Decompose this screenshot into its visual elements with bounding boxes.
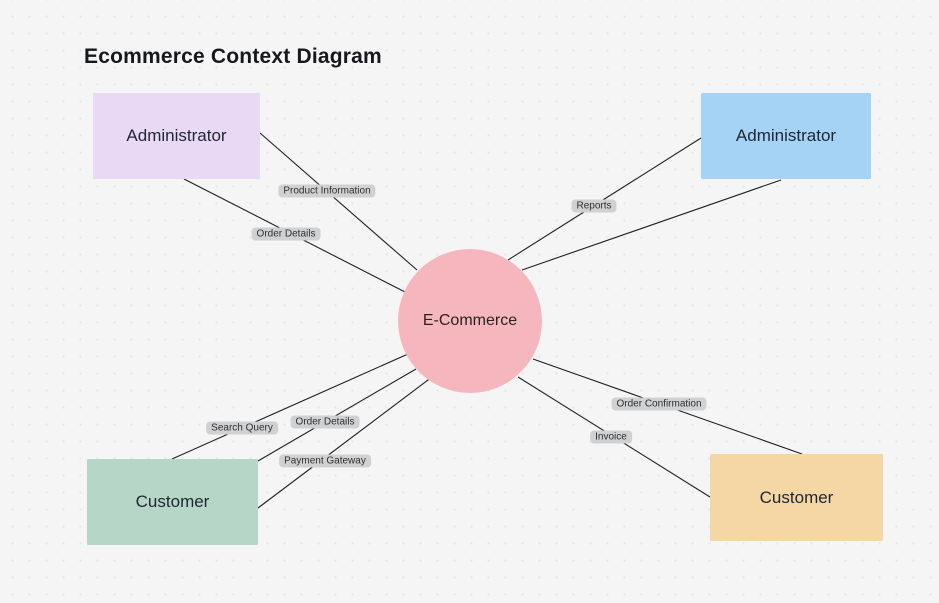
entity-customer-bottom-right[interactable]: Customer (710, 454, 883, 541)
flow-label-order-details-customer[interactable]: Order Details (290, 415, 360, 429)
flow-line-payment-gateway[interactable] (257, 376, 433, 509)
diagram-title: Ecommerce Context Diagram (84, 45, 382, 68)
process-label: E-Commerce (422, 312, 518, 329)
flow-line-search-query[interactable] (171, 353, 409, 460)
flow-line-reports[interactable] (507, 137, 702, 261)
flow-line-admin-right-2[interactable] (521, 179, 782, 271)
entity-label: Administrator (126, 126, 227, 145)
entity-label: Customer (135, 492, 210, 511)
flow-label-order-confirmation[interactable]: Order Confirmation (611, 397, 707, 411)
flow-line-product-information[interactable] (259, 132, 418, 271)
flow-label-reports[interactable]: Reports (571, 199, 617, 213)
entity-administrator-top-right[interactable]: Administrator (701, 93, 871, 179)
entity-customer-bottom-left[interactable]: Customer (87, 459, 258, 545)
entity-label: Customer (759, 487, 834, 507)
flow-label-payment-gateway[interactable]: Payment Gateway (279, 454, 371, 468)
entity-administrator-top-left[interactable]: Administrator (93, 93, 260, 179)
flow-label-invoice[interactable]: Invoice (590, 430, 632, 444)
entity-label: Administrator (735, 126, 837, 145)
flow-label-product-information[interactable]: Product Information (278, 184, 376, 198)
flow-label-order-details-admin[interactable]: Order Details (251, 227, 321, 241)
flow-line-order-details-customer[interactable] (257, 368, 417, 462)
process-node-ecommerce[interactable]: E-Commerce (398, 249, 542, 393)
flow-label-search-query[interactable]: Search Query (206, 421, 278, 435)
